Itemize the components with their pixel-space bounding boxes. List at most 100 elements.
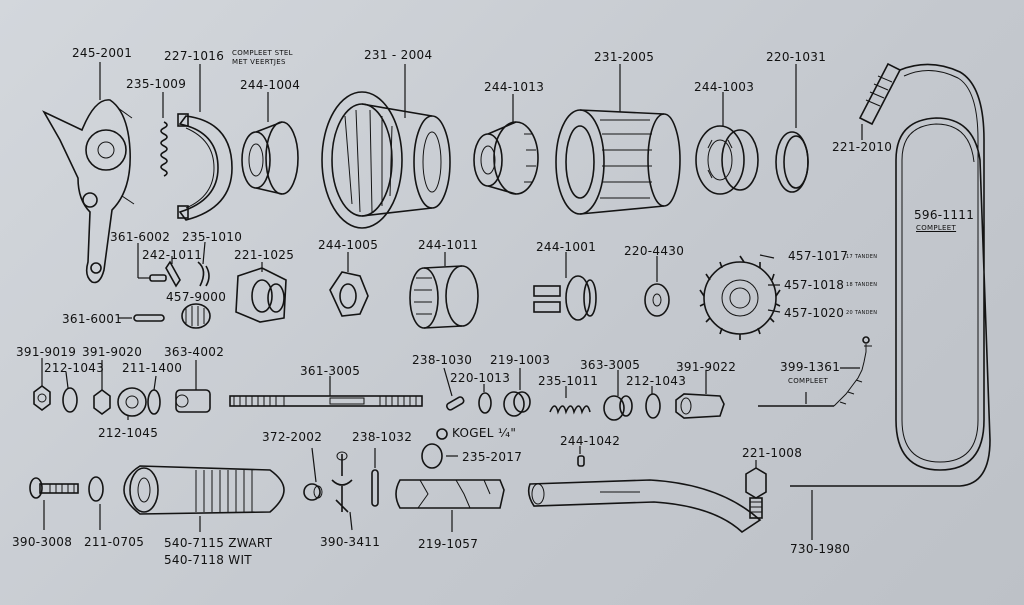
label-399-1361: 399-1361 xyxy=(780,360,841,374)
washer-part xyxy=(644,283,670,317)
label-220-4430: 220-4430 xyxy=(624,244,685,258)
label-212-1045: 212-1045 xyxy=(98,426,159,440)
sleeve-nut-part xyxy=(675,393,725,419)
label-361-3005: 361-3005 xyxy=(300,364,361,378)
label-235-1009: 235-1009 xyxy=(126,77,187,91)
retainer-part xyxy=(421,443,443,469)
knurled-knob-part xyxy=(181,303,211,329)
axle-nut-part xyxy=(175,389,211,413)
label-221-1025: 221-1025 xyxy=(234,248,295,262)
label-221-1008: 221-1008 xyxy=(742,446,803,460)
label-242-1011: 242-1011 xyxy=(142,248,203,262)
note-227-2: MET VEERTJES xyxy=(232,58,286,66)
spacer-part xyxy=(88,476,104,502)
label-231-2005: 231-2005 xyxy=(594,50,655,64)
label-219-1057: 219-1057 xyxy=(418,537,479,551)
label-235-2017: 235-2017 xyxy=(462,450,523,464)
label-221-2010: 221-2010 xyxy=(832,140,893,154)
lock-ring-part xyxy=(775,131,809,193)
label-219-1003: 219-1003 xyxy=(490,353,551,367)
gear-ring-part xyxy=(409,265,479,329)
note-457-1020: 20 TANDEN xyxy=(846,310,878,316)
key-part xyxy=(446,396,465,411)
driver-part xyxy=(555,109,681,215)
nut-part-b xyxy=(93,389,111,415)
hub-shell-part xyxy=(321,91,451,229)
note-399-1361: COMPLEET xyxy=(788,377,829,385)
note-457-1017: 17 TANDEN xyxy=(846,254,878,260)
label-391-9020: 391-9020 xyxy=(82,345,143,359)
label-596-1111: 596-1111 xyxy=(914,208,975,222)
label-212-1043-a: 212-1043 xyxy=(44,361,105,375)
label-227-1016: 227-1016 xyxy=(164,49,225,63)
star-washer-part xyxy=(117,387,147,417)
return-spring-part xyxy=(549,405,591,415)
label-235-1011: 235-1011 xyxy=(538,374,599,388)
pawl-part xyxy=(165,260,181,288)
label-244-1005: 244-1005 xyxy=(318,238,379,252)
axle-pin-part xyxy=(133,314,165,322)
sun-gear-part xyxy=(533,275,597,321)
label-372-2002: 372-2002 xyxy=(262,430,323,444)
label-244-1011: 244-1011 xyxy=(418,238,479,252)
cone-part xyxy=(241,121,299,195)
label-220-1031: 220-1031 xyxy=(766,50,827,64)
clutch-part xyxy=(235,267,287,323)
label-245-2001: 245-2001 xyxy=(72,46,133,60)
cap-part xyxy=(303,483,323,501)
bolt-part xyxy=(29,477,79,499)
label-244-1004: 244-1004 xyxy=(240,78,301,92)
control-cable-part xyxy=(808,62,991,487)
label-220-1013: 220-1013 xyxy=(450,371,511,385)
pin-part xyxy=(149,274,167,282)
bearing-cup-part xyxy=(503,391,531,417)
label-231-2004: 231 - 2004 xyxy=(364,48,433,62)
label-238-1030: 238-1030 xyxy=(412,353,473,367)
ball-cup-part xyxy=(695,125,759,195)
label-457-1017: 457-1017 xyxy=(788,249,849,263)
label-391-9019: 391-9019 xyxy=(16,345,77,359)
pawl-spring-part xyxy=(197,261,210,287)
label-363-4002: 363-4002 xyxy=(164,345,225,359)
fork-tube-part xyxy=(527,455,762,534)
label-457-1018: 457-1018 xyxy=(784,278,845,292)
label-390-3411: 390-3411 xyxy=(320,535,381,549)
label-238-1032: 238-1032 xyxy=(352,430,413,444)
indicator-chain-part xyxy=(758,336,872,407)
label-235-1010: 235-1010 xyxy=(182,230,243,244)
label-244-1003: 244-1003 xyxy=(694,80,755,94)
label-kogel: KOGEL ¹⁄₄" xyxy=(452,426,517,440)
ring-nut-part xyxy=(473,121,539,195)
label-540-7118: 540-7118 WIT xyxy=(164,553,252,567)
axle-part xyxy=(229,395,423,407)
washer-part-b xyxy=(147,389,161,415)
clip-spring-part xyxy=(331,451,353,513)
ball-part xyxy=(436,428,448,440)
shift-tube-part xyxy=(395,479,505,509)
planet-cage-part xyxy=(329,271,369,317)
cone-nut-part xyxy=(603,395,633,421)
washer-part-a xyxy=(62,387,78,413)
note-596-1111: COMPLEET xyxy=(916,224,957,232)
label-457-9000: 457-9000 xyxy=(166,290,227,304)
label-390-3008: 390-3008 xyxy=(12,535,73,549)
spring-part xyxy=(160,121,168,177)
label-391-9022: 391-9022 xyxy=(676,360,737,374)
brake-arm-part xyxy=(42,99,135,284)
label-244-1042: 244-1042 xyxy=(560,434,621,448)
handle-grip-part xyxy=(123,465,285,515)
label-244-1001: 244-1001 xyxy=(536,240,597,254)
note-457-1018: 18 TANDEN xyxy=(846,282,878,288)
washer-part-c xyxy=(645,393,661,419)
circlip-part xyxy=(478,392,492,414)
label-540-7115: 540-7115 ZWART xyxy=(164,536,273,550)
label-730-1980: 730-1980 xyxy=(790,542,851,556)
label-361-6002: 361-6002 xyxy=(110,230,171,244)
nut-part-a xyxy=(33,385,51,411)
sprocket-part xyxy=(699,255,781,340)
label-361-6001: 361-6001 xyxy=(62,312,123,326)
label-457-1020: 457-1020 xyxy=(784,306,845,320)
label-212-1043-b: 212-1043 xyxy=(626,374,687,388)
label-363-3005: 363-3005 xyxy=(580,358,641,372)
